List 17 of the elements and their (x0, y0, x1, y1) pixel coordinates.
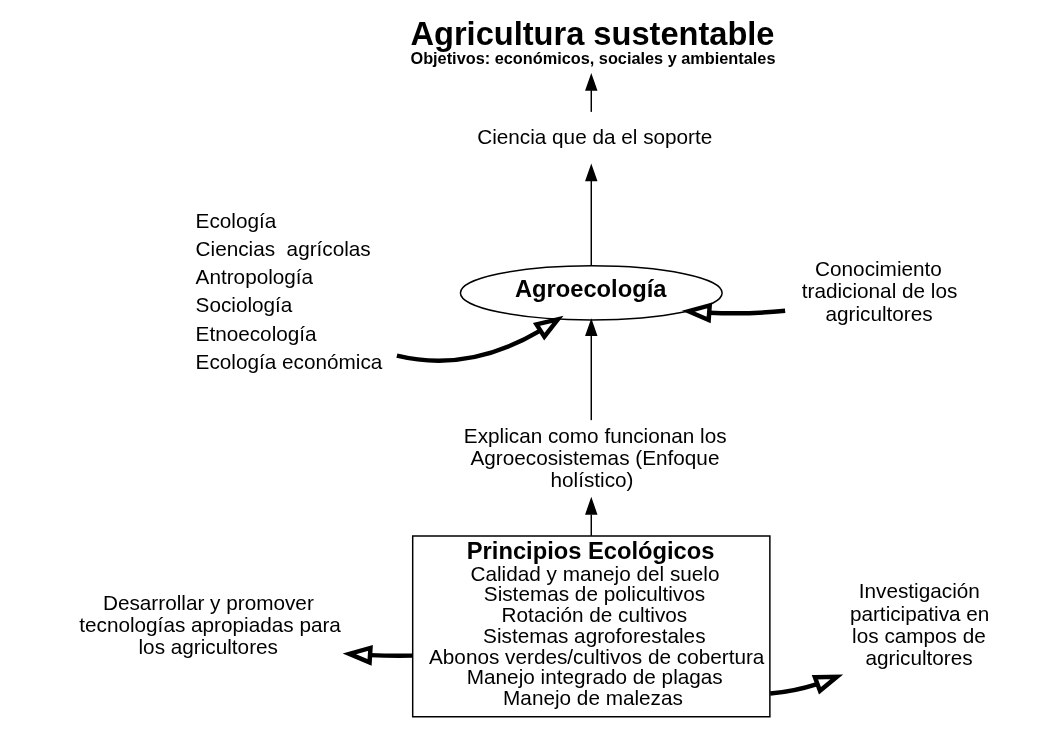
node-text: Conocimiento tradicional de los agricultores (801, 257, 957, 325)
node-text: Desarrollar y promover tecnologías apropiadas para los agricultores (78, 590, 341, 659)
node-text: Investigación participativa en los campos de agricultores (849, 579, 989, 670)
node-text: Ciencia que da el soporte (476, 125, 712, 149)
arrow (395, 315, 564, 363)
node-text: Agricultura sustentable Objetivos: económicos, sociales y ambientales (409, 14, 775, 68)
arrow (769, 674, 843, 696)
arrow (584, 163, 597, 266)
arrow (584, 72, 597, 113)
node-text: Ecología Ciencias agrícolas Antropología Sociología Etnoecología Ecología económica (195, 208, 382, 373)
node-box: Principios Ecológicos Calidad y manejo del suelo Sistemas de policultivos Rotación de cultivos Sistemas agroforestales Abonos verdes/cultivos de cobertura Manejo integrado de plagas Manejo de malezas (411, 535, 771, 718)
arrow (681, 302, 785, 324)
arrow (584, 496, 597, 537)
node-text: Explican como funcionan los Agroecosistemas (Enfoque holístico) (463, 423, 727, 492)
arrow (584, 318, 597, 421)
arrow (342, 644, 413, 666)
node-ellipse: Agroecología (459, 265, 723, 321)
